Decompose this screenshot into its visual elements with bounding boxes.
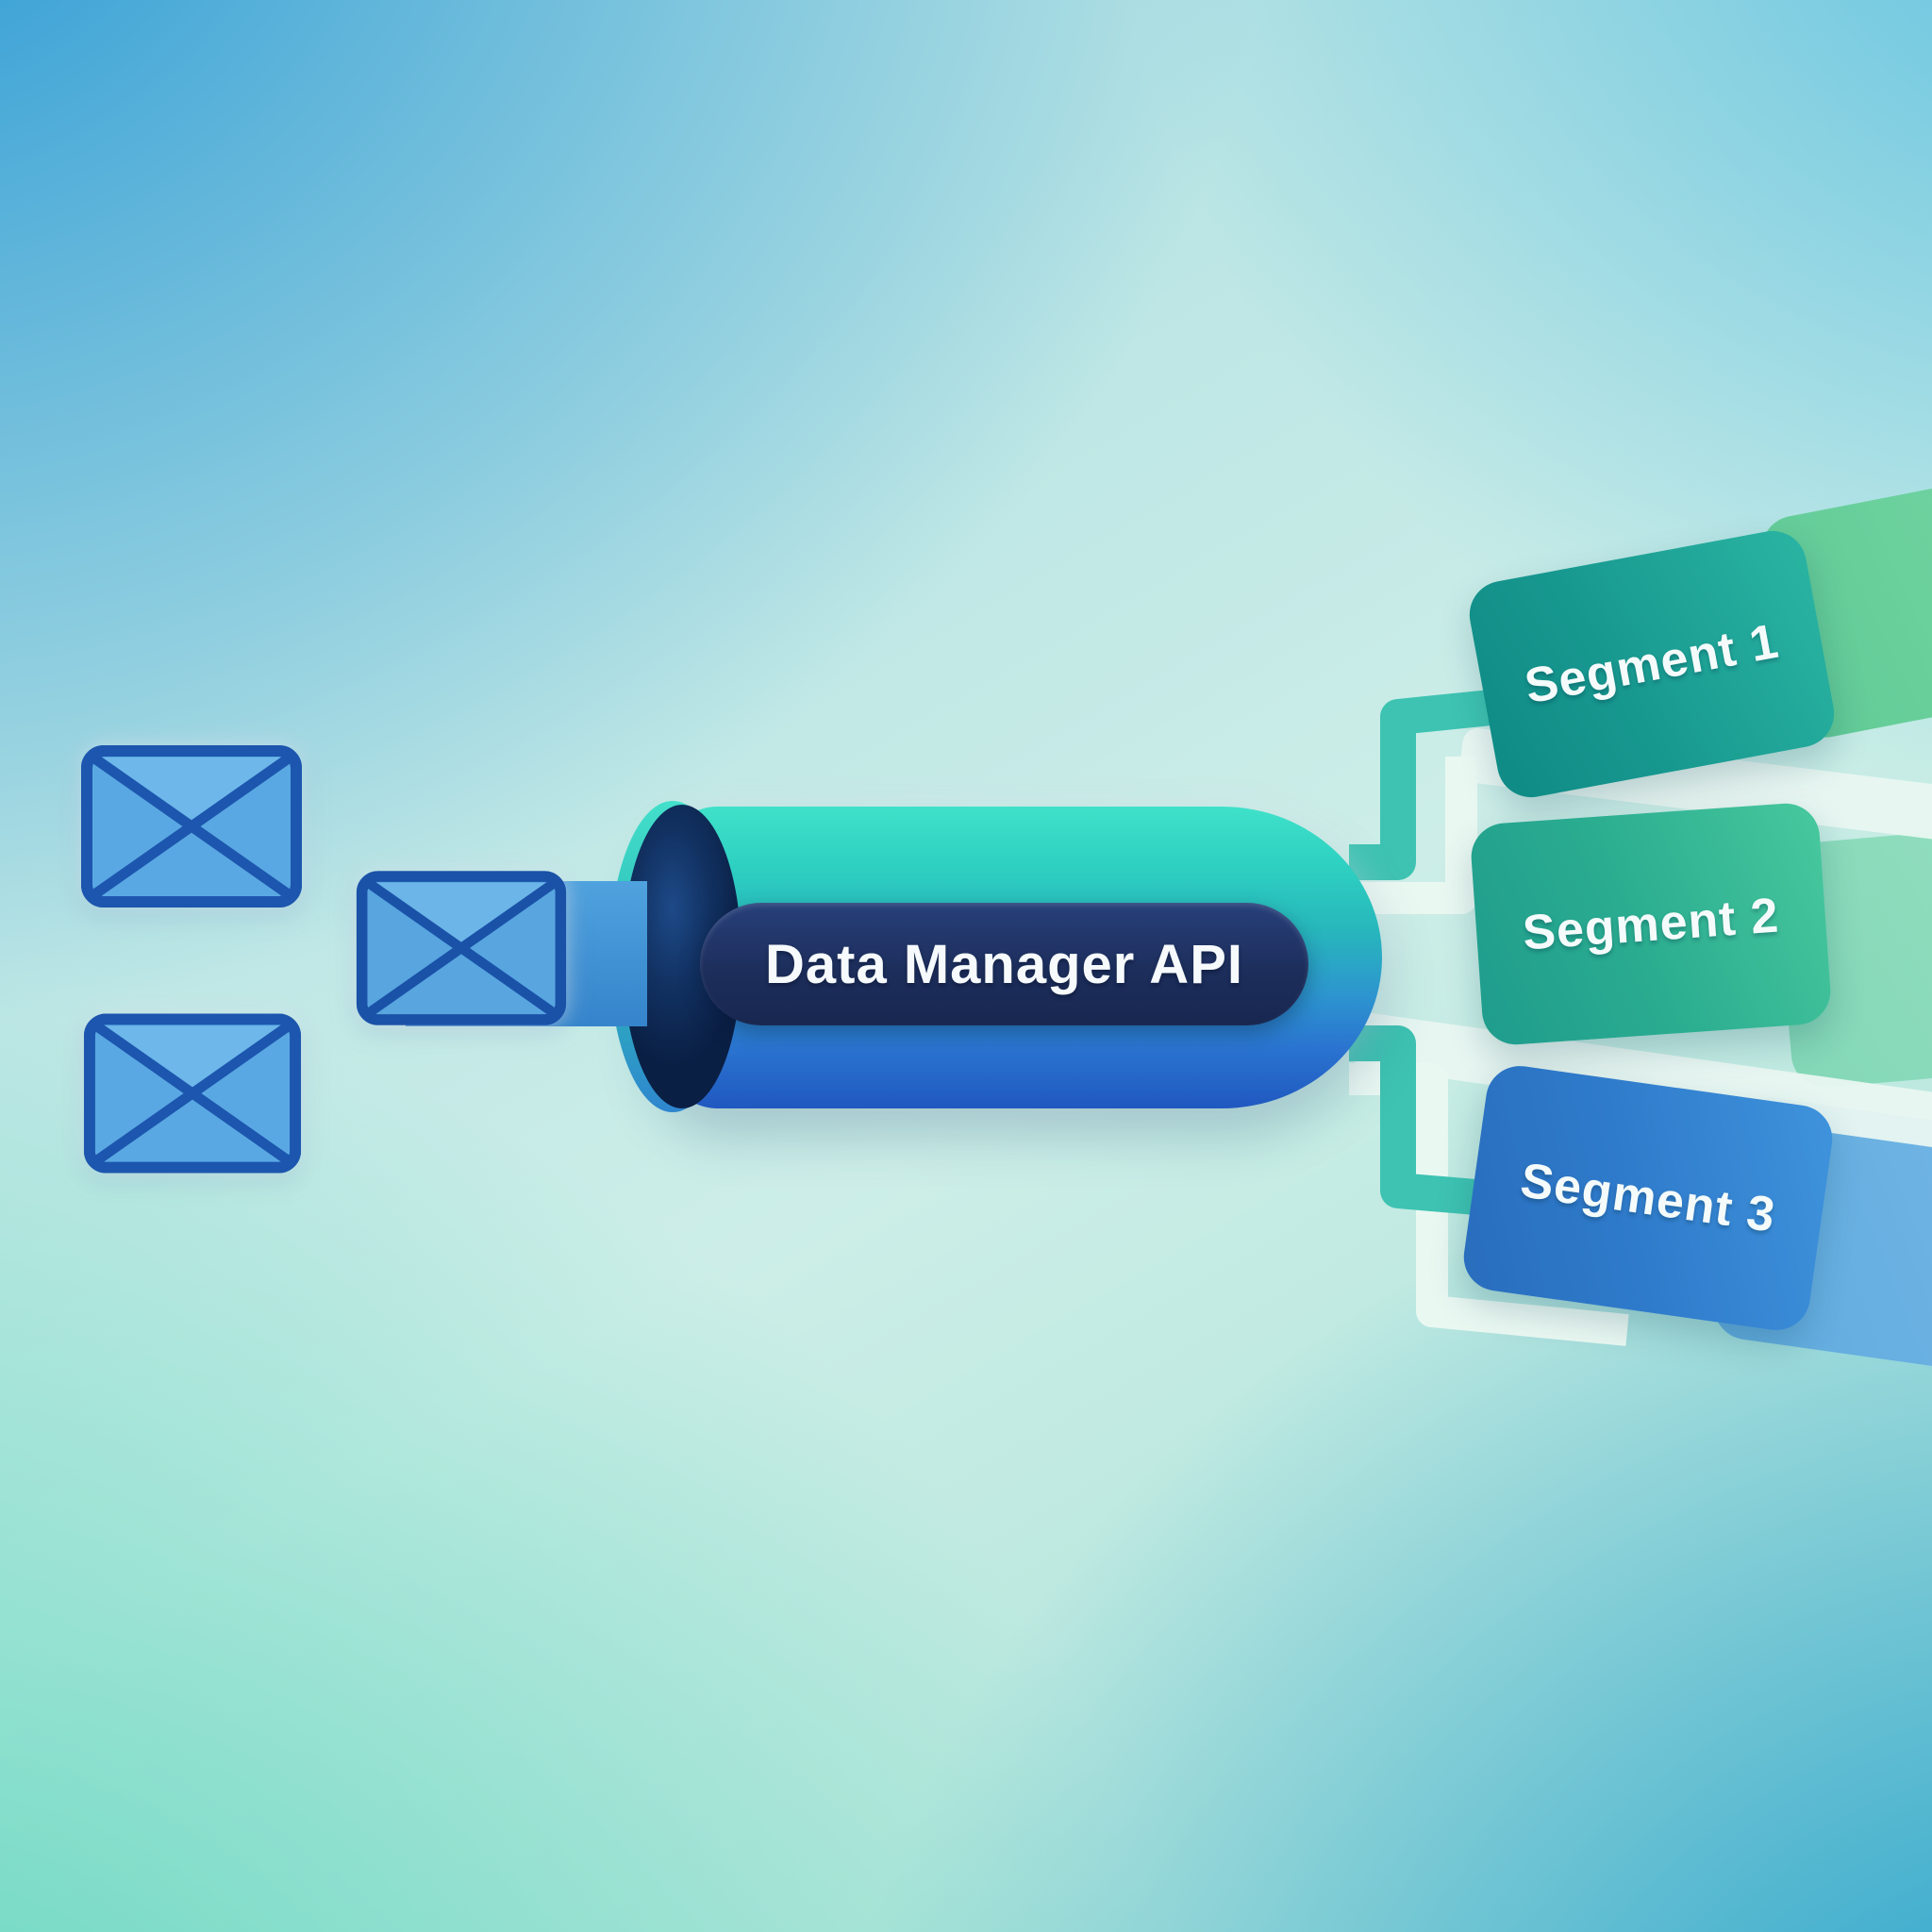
pipeline-label: Data Manager API <box>765 933 1243 995</box>
segment-2-label: Segment 2 <box>1521 888 1781 960</box>
envelope-icon <box>83 1013 302 1174</box>
connector-pipe-light-segment-1 <box>1349 757 1477 914</box>
envelope-icon <box>81 745 302 908</box>
pipeline-label-pill: Data Manager API <box>700 903 1308 1025</box>
segment-card-3: Segment 3 <box>1459 1061 1837 1335</box>
envelope-icon <box>356 871 567 1025</box>
segment-card-2: Segment 2 <box>1469 801 1833 1047</box>
segment-3-label: Segment 3 <box>1517 1153 1779 1243</box>
connector-pipe-teal-segment-1 <box>1349 688 1511 880</box>
segment-1-label: Segment 1 <box>1520 613 1783 715</box>
connector-pipe-teal-segment-3 <box>1349 1025 1511 1218</box>
